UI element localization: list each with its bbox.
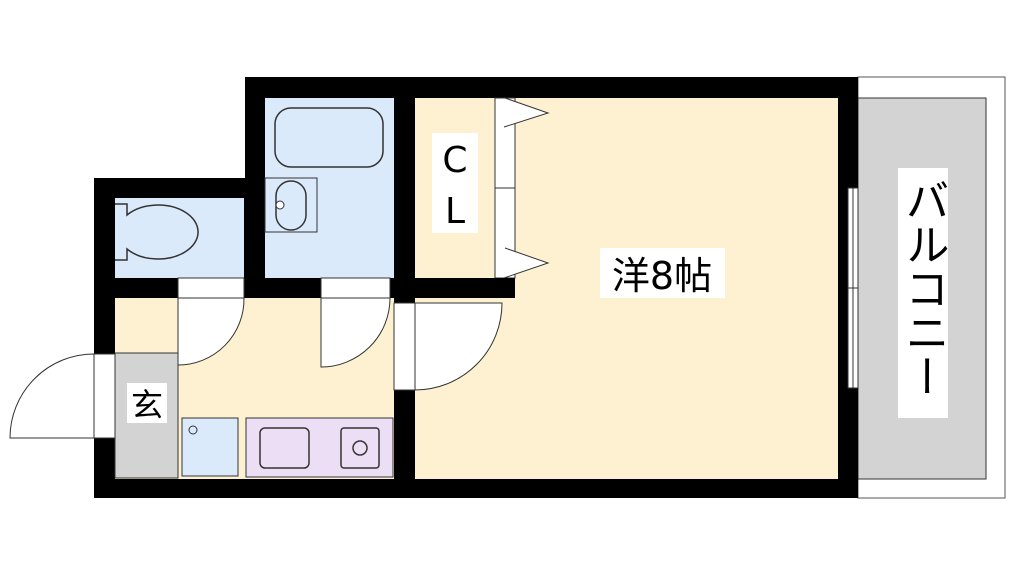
- toilet-icon: [115, 203, 199, 261]
- toilet-door: [177, 297, 245, 366]
- entrance-label: 玄: [131, 386, 163, 424]
- bath-door: [320, 297, 391, 368]
- bath-room: [265, 98, 394, 278]
- closet-door-swing-top: [503, 97, 550, 128]
- stove-icon: [340, 427, 380, 469]
- washbasin-area: [264, 177, 318, 233]
- balcony-label: バルコニー: [898, 178, 949, 398]
- main-room-label: 洋8帖: [612, 254, 712, 298]
- bathtub-icon: [274, 107, 384, 168]
- closet-label-c: C: [442, 140, 467, 181]
- closet-label-l: L: [445, 191, 465, 232]
- sink-icon: [259, 427, 310, 469]
- closet-door-swing-bottom: [503, 247, 550, 279]
- entry-door: [9, 353, 95, 439]
- room-door: [414, 302, 503, 391]
- toilet-room: [115, 198, 244, 278]
- washing-machine-space: [181, 417, 239, 477]
